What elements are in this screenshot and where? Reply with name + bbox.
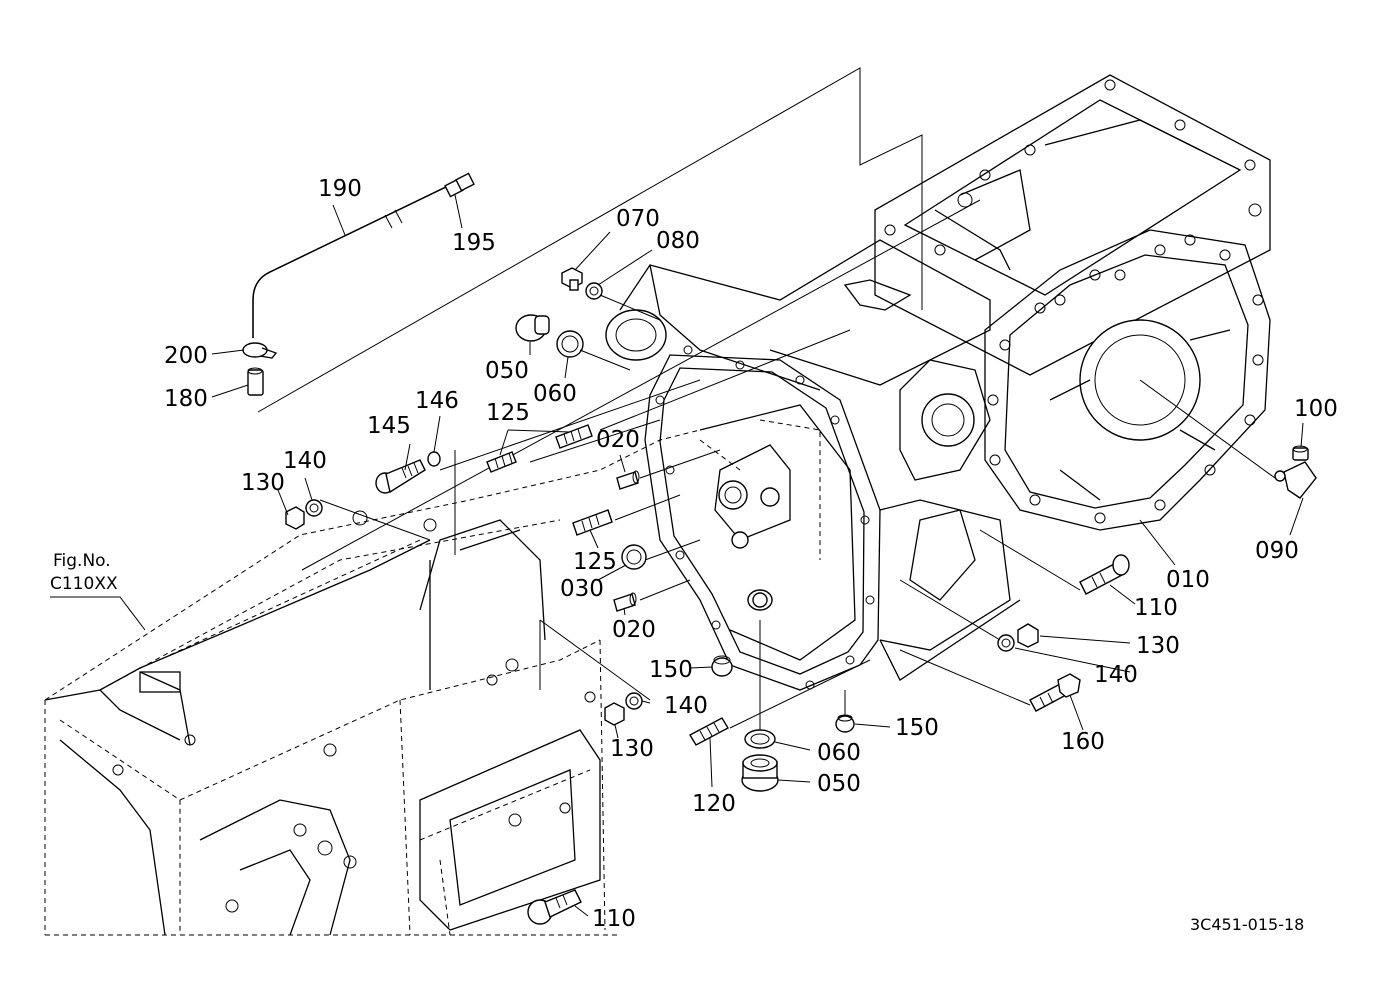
clip-200 xyxy=(242,342,278,359)
bolt-070 xyxy=(561,267,583,291)
transmission-case xyxy=(605,74,1271,691)
nut-130-c xyxy=(1017,623,1039,648)
figure-reference: Fig.No. C110XX xyxy=(50,551,118,594)
stud-125-a xyxy=(486,451,517,473)
stud-125-b xyxy=(555,424,593,449)
callout-125-lower: 125 xyxy=(573,549,617,575)
plug-150-a xyxy=(711,655,733,677)
callout-145: 145 xyxy=(367,413,411,439)
washer-140-b xyxy=(625,692,643,710)
callout-130-middle: 130 xyxy=(610,736,654,762)
callout-125-upper: 125 xyxy=(486,400,530,426)
stud-125-c xyxy=(572,509,613,536)
elbow-090 xyxy=(1274,461,1317,499)
callout-140-middle: 140 xyxy=(664,693,708,719)
fitting-160 xyxy=(1029,673,1081,712)
drawing-code: 3C451-015-18 xyxy=(1190,915,1304,934)
callout-050-upper: 050 xyxy=(485,358,529,384)
callout-100: 100 xyxy=(1294,396,1338,422)
leader-lines xyxy=(50,194,1304,917)
figure-ref-label: Fig.No. xyxy=(53,551,111,571)
callout-140-left: 140 xyxy=(283,448,327,474)
plug-050-upper xyxy=(515,314,550,342)
adapter-195 xyxy=(444,172,475,198)
callout-010: 010 xyxy=(1166,567,1210,593)
dowel-020-a xyxy=(616,470,640,490)
figure-ref-number: C110XX xyxy=(50,574,118,594)
bolt-110-a xyxy=(1079,554,1130,595)
callout-060-lower: 060 xyxy=(817,740,861,766)
plug-150-b xyxy=(835,714,855,733)
callout-110-lower: 110 xyxy=(592,906,636,932)
callout-110-right: 110 xyxy=(1134,595,1178,621)
callout-080: 080 xyxy=(656,228,700,254)
seal-060-lower xyxy=(744,729,776,749)
stud-120 xyxy=(689,717,729,746)
reference-lines xyxy=(257,67,981,571)
callout-195: 195 xyxy=(452,230,496,256)
callout-050-lower: 050 xyxy=(817,771,861,797)
ring-146 xyxy=(427,451,441,467)
callout-020-upper: 020 xyxy=(596,427,640,453)
bolt-110-b xyxy=(527,889,582,925)
plug-100 xyxy=(1292,445,1309,461)
callout-090: 090 xyxy=(1255,538,1299,564)
front-housing-outline xyxy=(44,429,701,936)
callout-130-right: 130 xyxy=(1136,633,1180,659)
callout-020-lower: 020 xyxy=(612,617,656,643)
seal-060-upper xyxy=(556,330,584,358)
callout-130-left: 130 xyxy=(241,470,285,496)
bolt-145 xyxy=(375,459,426,494)
washer-080 xyxy=(585,282,603,300)
nut-130-b xyxy=(604,702,625,726)
callout-labels: 190 195 200 180 070 080 050 060 146 145 … xyxy=(164,176,1338,932)
callout-146: 146 xyxy=(415,388,459,414)
callout-150-lower: 150 xyxy=(895,715,939,741)
hose-180 xyxy=(247,367,264,396)
callout-190: 190 xyxy=(318,176,362,202)
callout-070: 070 xyxy=(616,206,660,232)
callout-140-right: 140 xyxy=(1094,662,1138,688)
plug-050-lower xyxy=(741,754,779,792)
ring-030 xyxy=(621,544,647,570)
dowel-020-b xyxy=(613,592,637,612)
callout-160: 160 xyxy=(1061,729,1105,755)
nut-130-a xyxy=(285,506,305,530)
callout-200: 200 xyxy=(164,343,208,369)
callout-180: 180 xyxy=(164,386,208,412)
callout-150-upper: 150 xyxy=(649,657,693,683)
callout-060-upper: 060 xyxy=(533,381,577,407)
washer-140-a xyxy=(305,499,323,517)
washer-140-c xyxy=(997,634,1015,652)
callout-120: 120 xyxy=(692,791,736,817)
pipe-190 xyxy=(252,184,451,338)
parts xyxy=(242,172,1317,925)
callout-030: 030 xyxy=(560,576,604,602)
